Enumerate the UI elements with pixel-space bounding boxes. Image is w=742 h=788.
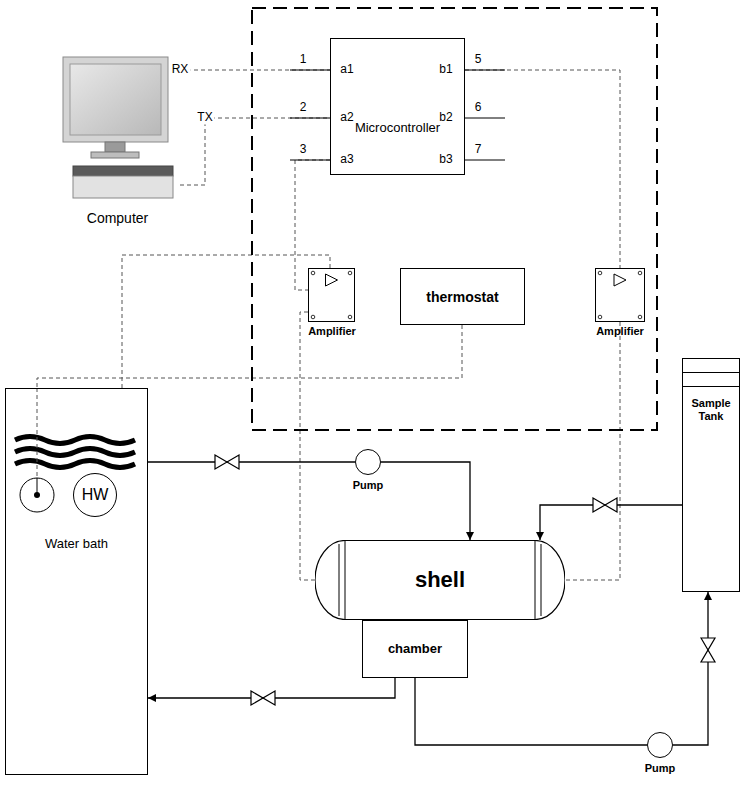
water-waves (15, 437, 135, 468)
amplifier-symbol (596, 269, 644, 321)
amplifier-symbol (309, 269, 354, 321)
signal-wire (465, 70, 620, 268)
pipe-line (415, 678, 647, 745)
node-label: thermostat (401, 288, 524, 304)
pin-name: b2 (439, 111, 452, 124)
thermometer-sensor (20, 388, 54, 512)
amplifier-block: Amplifier (588, 265, 652, 347)
pipe-line (381, 462, 470, 540)
signal-wire (565, 322, 620, 580)
signal-wire (37, 325, 462, 388)
node-label: HW (74, 486, 116, 504)
pin-name: a1 (340, 63, 353, 76)
heater-circle: HW (73, 473, 117, 517)
pipe-line (540, 505, 682, 540)
node-label: chamber (363, 642, 467, 657)
shell-vessel: shell (315, 540, 565, 620)
chamber-box: chamber (362, 620, 468, 678)
pin-number: 3 (300, 143, 307, 156)
pin-number: 1 (300, 53, 307, 66)
signal-label: TX (195, 111, 214, 124)
amplifier-block: Amplifier (300, 265, 364, 347)
node-label: Computer (55, 210, 180, 226)
node-label: Water bath (6, 537, 147, 552)
pin-name: b3 (439, 153, 452, 166)
pump: Pump (637, 732, 683, 778)
signal-wire (180, 118, 330, 185)
sample-tank: Sample Tank (682, 358, 740, 592)
pipe-line (673, 592, 708, 745)
pin-number: 6 (475, 101, 482, 114)
valve-symbol (215, 455, 715, 705)
signal-label: RX (170, 63, 191, 76)
node-label: Sample Tank (683, 397, 739, 422)
enclosure-outline (252, 8, 657, 430)
node-label: Amplifier (300, 325, 364, 338)
amplifier-block-shape (308, 268, 355, 322)
tank-lid-line (683, 386, 739, 387)
node-label: shell (315, 567, 565, 592)
signal-wire (180, 70, 330, 71)
pin-name: a3 (340, 153, 353, 166)
signal-wire (122, 255, 330, 388)
computer-icon-art (55, 52, 180, 202)
thermostat-box: thermostat (400, 268, 525, 325)
pin-number: 2 (300, 101, 307, 114)
node-label: Pump (345, 479, 391, 492)
computer-icon: Computer (55, 52, 180, 232)
pin-number: 5 (475, 53, 482, 66)
pin-name: a2 (340, 111, 353, 124)
amplifier-block-shape (595, 268, 645, 322)
computer-icon-shape (55, 52, 180, 202)
signal-wire (300, 312, 315, 580)
pump-shape (355, 449, 381, 475)
pin-number: 7 (475, 143, 482, 156)
pin-name: b1 (439, 63, 452, 76)
pipe-line (148, 461, 355, 462)
node-label: Pump (637, 762, 683, 775)
pump-shape (647, 732, 673, 758)
node-label: Amplifier (588, 325, 652, 338)
water-bath: Water bath HW (5, 388, 148, 775)
pump: Pump (345, 449, 391, 495)
tank-lid-line (683, 372, 739, 373)
